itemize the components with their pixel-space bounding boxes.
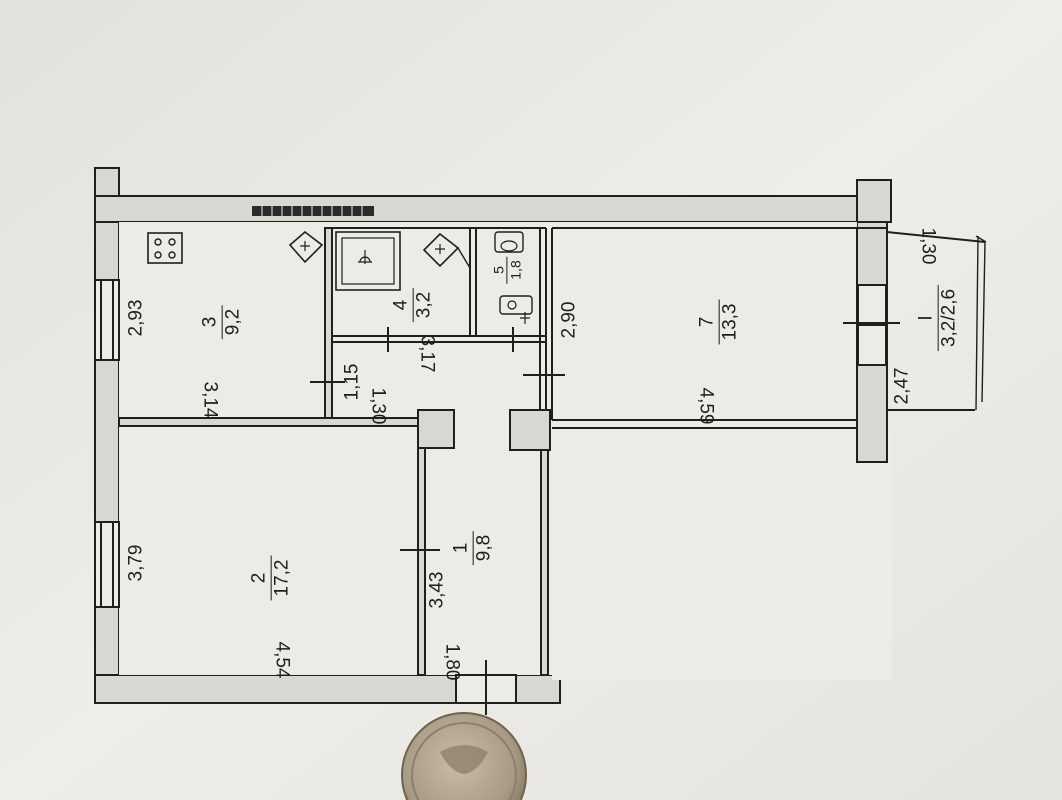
dimension-label: 1,80 xyxy=(441,643,463,681)
room-number: 2 xyxy=(248,555,272,601)
dimension-label: 4,59 xyxy=(695,387,717,425)
dimension-label: 3,17 xyxy=(416,335,438,373)
sink-icon xyxy=(422,232,471,269)
dimension-label: 2,93 xyxy=(125,299,147,337)
room-number: 5 xyxy=(490,256,508,284)
room-7-label: 7 13,3 xyxy=(696,299,742,345)
room-area: 3,2/2,6 xyxy=(938,288,960,348)
right-wall-top xyxy=(856,179,892,223)
stove-icon xyxy=(147,232,183,264)
room-area: 9,2 xyxy=(222,308,244,336)
coin xyxy=(401,712,527,800)
dimension-label: 2,47 xyxy=(891,367,913,405)
bathtub-icon xyxy=(335,231,401,291)
room-number: 7 xyxy=(696,299,720,345)
room-area: 17,2 xyxy=(271,559,293,597)
sink-icon xyxy=(288,230,324,264)
toilet-icon xyxy=(494,231,533,324)
dimension-label: 1,15 xyxy=(341,363,363,401)
radiator-icon xyxy=(252,206,374,216)
room-number: I xyxy=(915,284,939,352)
window-icon xyxy=(94,279,120,361)
top-wall xyxy=(94,195,892,223)
entrance-door xyxy=(455,660,517,715)
outside-area xyxy=(552,430,892,680)
room-2-label: 2 17,2 xyxy=(248,555,294,601)
dimension-label: 3,14 xyxy=(199,381,221,419)
room-3-label: 3 9,2 xyxy=(199,304,245,340)
dimension-ticks xyxy=(310,322,900,551)
dimension-label: 1,30 xyxy=(917,227,939,265)
room-number: 3 xyxy=(199,304,223,340)
window-icon xyxy=(857,284,887,366)
dimension-label: 3,79 xyxy=(125,544,147,582)
room-1-label: 1 9,8 xyxy=(450,530,496,566)
room-area: 1,8 xyxy=(507,260,524,280)
room-area: 9,8 xyxy=(473,534,495,562)
balcony-label: I 3,2/2,6 xyxy=(915,284,961,352)
window-icon xyxy=(94,521,120,608)
room-number: 1 xyxy=(450,530,474,566)
room-4-label: 4 3,2 xyxy=(390,287,436,323)
dimension-label: 4,54 xyxy=(271,641,293,679)
room-area: 3,2 xyxy=(413,291,435,319)
balcony xyxy=(886,231,987,411)
room-area: 13,3 xyxy=(719,303,741,341)
room-number: 4 xyxy=(390,287,414,323)
room-5-label: 5 1,8 xyxy=(490,256,524,284)
dimension-label: 2,90 xyxy=(558,301,580,339)
dimension-label: 3,43 xyxy=(426,571,448,609)
left-wall xyxy=(94,167,120,703)
dimension-label: 1,30 xyxy=(367,387,389,425)
